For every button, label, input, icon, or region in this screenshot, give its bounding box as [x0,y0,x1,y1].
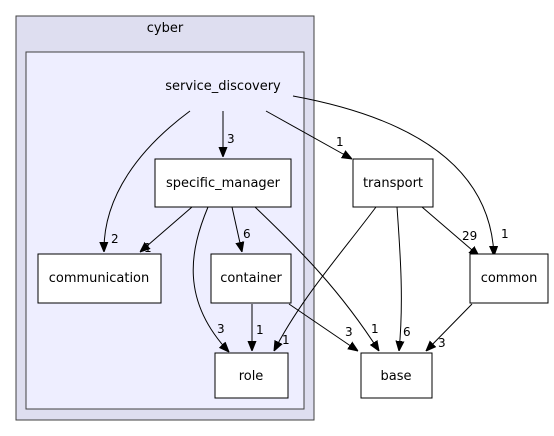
node-container[interactable]: container [210,253,292,304]
edge-common-base-line [426,303,473,351]
node-communication-box [37,253,162,304]
node-specific-manager-label: specific_manager [166,176,281,191]
node-communication-label: communication [49,271,150,286]
edge-transport-base[interactable]: 6 [397,206,411,351]
edge-sd-transport-label: 1 [336,135,344,149]
edge-transport-role-label: 1 [282,333,290,347]
cluster-cyber-label: cyber [147,21,184,36]
edge-container-base-line [288,303,358,351]
node-common-box [469,253,549,304]
edge-sm-base-line [254,206,379,351]
node-base-label: base [381,369,412,384]
edge-sd-common-label: 1 [501,227,509,241]
node-base[interactable]: base [360,352,433,399]
edges: 3 2 1 1 1 6 3 1 [104,95,509,352]
node-role[interactable]: role [214,352,289,399]
edge-sd-communication[interactable]: 2 [104,110,191,252]
cluster-service-discovery[interactable]: service_discovery [25,51,305,410]
node-role-label: role [239,369,264,384]
edge-common-base[interactable]: 3 [426,303,473,351]
edge-sm-base-label: 1 [371,322,379,336]
edge-sm-communication-label: 1 [144,241,152,255]
edge-sm-container-line [231,206,242,252]
edge-container-role[interactable]: 1 [252,304,264,351]
node-common[interactable]: common [469,253,549,304]
edge-sd-specific-manager[interactable]: 3 [223,111,235,157]
edge-sm-container-label: 6 [243,227,251,241]
node-common-label: common [481,271,538,286]
edge-transport-common-line [421,206,479,256]
edge-sm-role[interactable]: 3 [192,206,229,352]
node-container-label: container [220,271,282,286]
edge-container-base-label: 3 [345,325,353,339]
node-transport[interactable]: transport [352,158,434,208]
node-container-box [210,253,292,304]
edge-sm-base[interactable]: 1 [254,206,379,351]
edge-transport-role-line [274,206,377,351]
edge-sm-communication[interactable]: 1 [140,206,193,255]
edge-sd-specific-manager-label: 3 [227,132,235,146]
edge-sd-communication-label: 2 [111,232,119,246]
node-base-box [360,352,433,399]
edge-transport-common-label: 29 [462,229,477,243]
node-specific-manager-box [154,158,292,208]
edge-sd-common[interactable]: 1 [292,95,509,256]
edge-sd-transport[interactable]: 1 [265,110,352,159]
node-transport-label: transport [363,176,423,191]
edge-sm-communication-line [140,206,193,252]
edge-transport-base-label: 6 [403,325,411,339]
edge-container-role-label: 1 [256,323,264,337]
node-specific-manager[interactable]: specific_manager [154,158,292,208]
edge-container-base[interactable]: 3 [288,303,358,351]
edge-sd-common-line [292,95,494,256]
node-role-box [214,352,289,399]
edge-sd-transport-line [265,110,352,159]
node-transport-box [352,158,434,208]
edge-sm-role-label: 3 [217,322,225,336]
edge-transport-common[interactable]: 29 [421,206,479,256]
edge-transport-base-line [397,206,401,351]
cluster-service-discovery-label: service_discovery [165,79,281,94]
edge-transport-role[interactable]: 1 [274,206,377,351]
edge-common-base-label: 3 [438,336,446,350]
edge-sm-role-line [192,206,229,352]
edge-sd-communication-line [104,110,191,252]
node-communication[interactable]: communication [37,253,162,304]
edge-sm-container[interactable]: 6 [231,206,251,252]
